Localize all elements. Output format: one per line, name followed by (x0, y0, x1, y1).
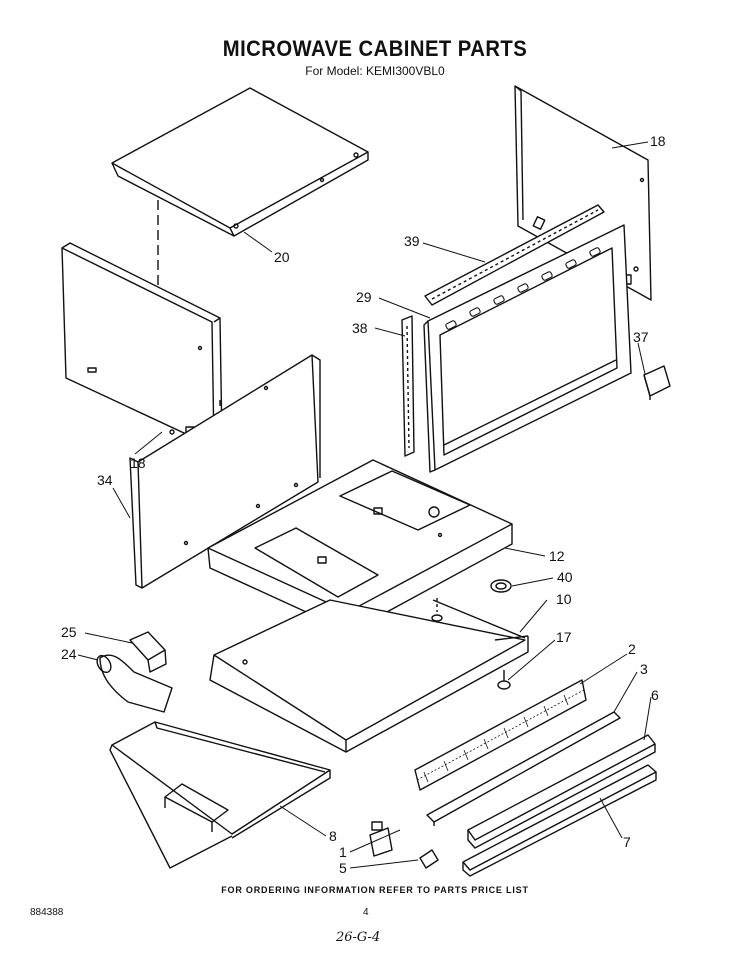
callout-20: 20 (274, 249, 290, 265)
diagram-title: MICROWAVE CABINET PARTS (222, 36, 528, 61)
part-29-front-frame (423, 224, 632, 473)
part-8-bottom-tray (109, 721, 331, 869)
part-40-foot (431, 579, 512, 622)
callout-1: 1 (339, 844, 347, 860)
callout-18-left: 18 (130, 455, 146, 471)
handwritten-note: 26-G-4 (336, 930, 381, 945)
callout-25: 25 (61, 624, 77, 640)
part-18-left-side-panel (61, 242, 223, 448)
model-subtitle: For Model: KEMI300VBL0 (305, 64, 445, 78)
part-10-base-pan (209, 599, 529, 753)
callout-10: 10 (556, 591, 572, 607)
callout-5: 5 (339, 860, 347, 876)
part-24-air-duct (96, 654, 173, 713)
callout-29: 29 (356, 289, 372, 305)
callout-2: 2 (628, 641, 636, 657)
callout-38: 38 (352, 320, 368, 336)
callout-18-top: 18 (650, 133, 666, 149)
document-number: 884388 (30, 907, 64, 918)
callout-12: 12 (549, 548, 565, 564)
callout-8: 8 (329, 828, 337, 844)
callout-39: 39 (404, 233, 420, 249)
part-7-bottom-rail (462, 764, 657, 877)
callout-7: 7 (623, 834, 631, 850)
part-17-screw (497, 670, 511, 690)
part-20-top-panel (111, 87, 369, 285)
callout-37: 37 (633, 329, 649, 345)
part-3-trim-strip (426, 711, 621, 826)
part-25-bracket (129, 631, 167, 673)
part-2-vent-grille (414, 679, 587, 791)
part-5-clip (419, 849, 439, 869)
callout-40: 40 (557, 569, 573, 585)
part-1-clip (369, 821, 393, 857)
part-38-side-gasket (401, 315, 415, 457)
part-37-block (643, 365, 671, 400)
page-number: 4 (363, 907, 369, 918)
callout-6: 6 (651, 687, 659, 703)
part-6-rail (467, 734, 656, 849)
callout-3: 3 (640, 661, 648, 677)
callout-17: 17 (556, 629, 572, 645)
part-39-gasket-strip (424, 204, 605, 306)
callout-34: 34 (97, 472, 113, 488)
callout-leader-lines (77, 141, 652, 869)
part-34-back-panel (129, 354, 321, 589)
ordering-info-note: FOR ORDERING INFORMATION REFER TO PARTS … (221, 885, 529, 895)
callout-24: 24 (61, 646, 77, 662)
